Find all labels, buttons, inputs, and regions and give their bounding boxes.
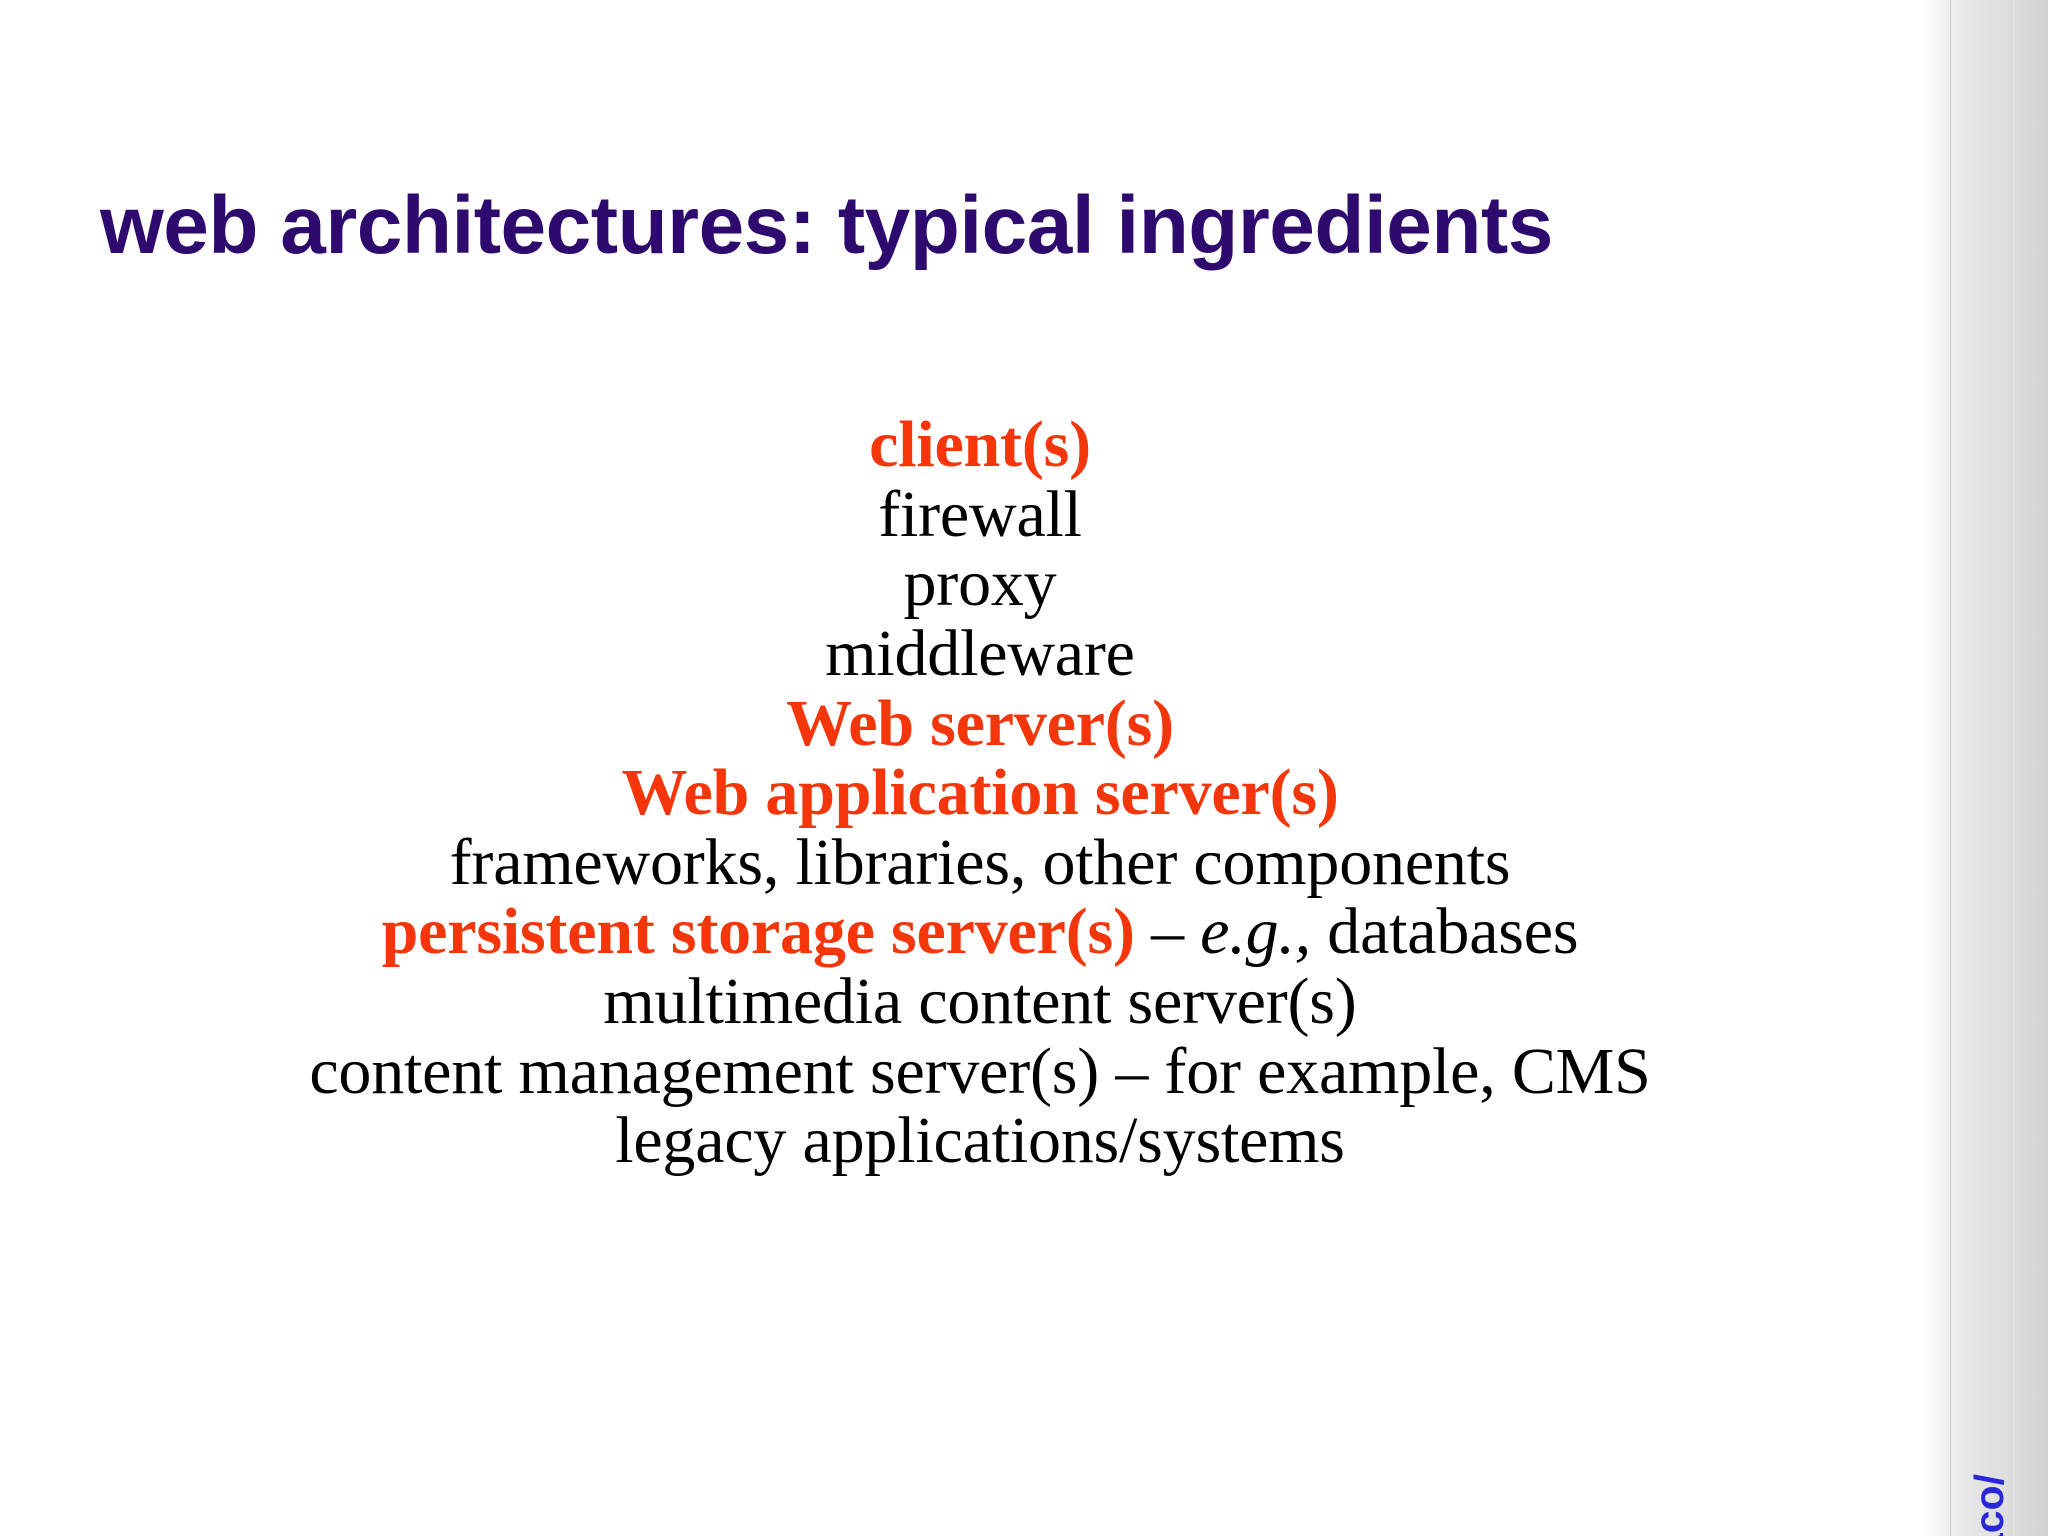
sidebar-gradient-background: [1920, 0, 2048, 1536]
list-item: proxy: [903, 547, 1057, 621]
page-title: web architectures: typical ingredients: [100, 179, 1553, 271]
list-item: content management server(s) – for examp…: [309, 1034, 1651, 1108]
list-item: multimedia content server(s): [603, 965, 1357, 1038]
slide-sidebar: Dr. Sabin Buraga▲profs.info.uaic.ro/~bus…: [1920, 0, 2048, 1536]
ingredients-list: client(s) firewall proxy middleware Web …: [40, 410, 1920, 1176]
list-item: legacy applications/systems: [615, 1104, 1345, 1178]
list-item: Web server(s): [786, 686, 1174, 760]
list-item: middleware: [825, 616, 1135, 690]
sidebar-credit: Dr. Sabin Buraga▲profs.info.uaic.ro/~bus…: [1966, 1474, 2012, 1536]
list-item: Web application server(s): [621, 756, 1339, 830]
list-item-dash-fragment: –: [1134, 895, 1201, 969]
author-url[interactable]: profs.info.uaic.ro/~busaco/: [1966, 1474, 2012, 1536]
list-item: firewall: [878, 477, 1082, 551]
list-item-plain-fragment: databases: [1310, 895, 1579, 969]
sidebar-divider-left: [1950, 0, 1951, 1536]
list-item-accent-fragment: persistent storage server(s): [381, 895, 1135, 969]
list-item-mixed: persistent storage server(s) – e.g., dat…: [40, 897, 1920, 967]
sidebar-divider-right: [2013, 0, 2014, 1536]
list-item: client(s): [869, 408, 1091, 481]
list-item: frameworks, libraries, other components: [449, 825, 1511, 899]
list-item-italic-fragment: e.g.,: [1200, 895, 1311, 969]
